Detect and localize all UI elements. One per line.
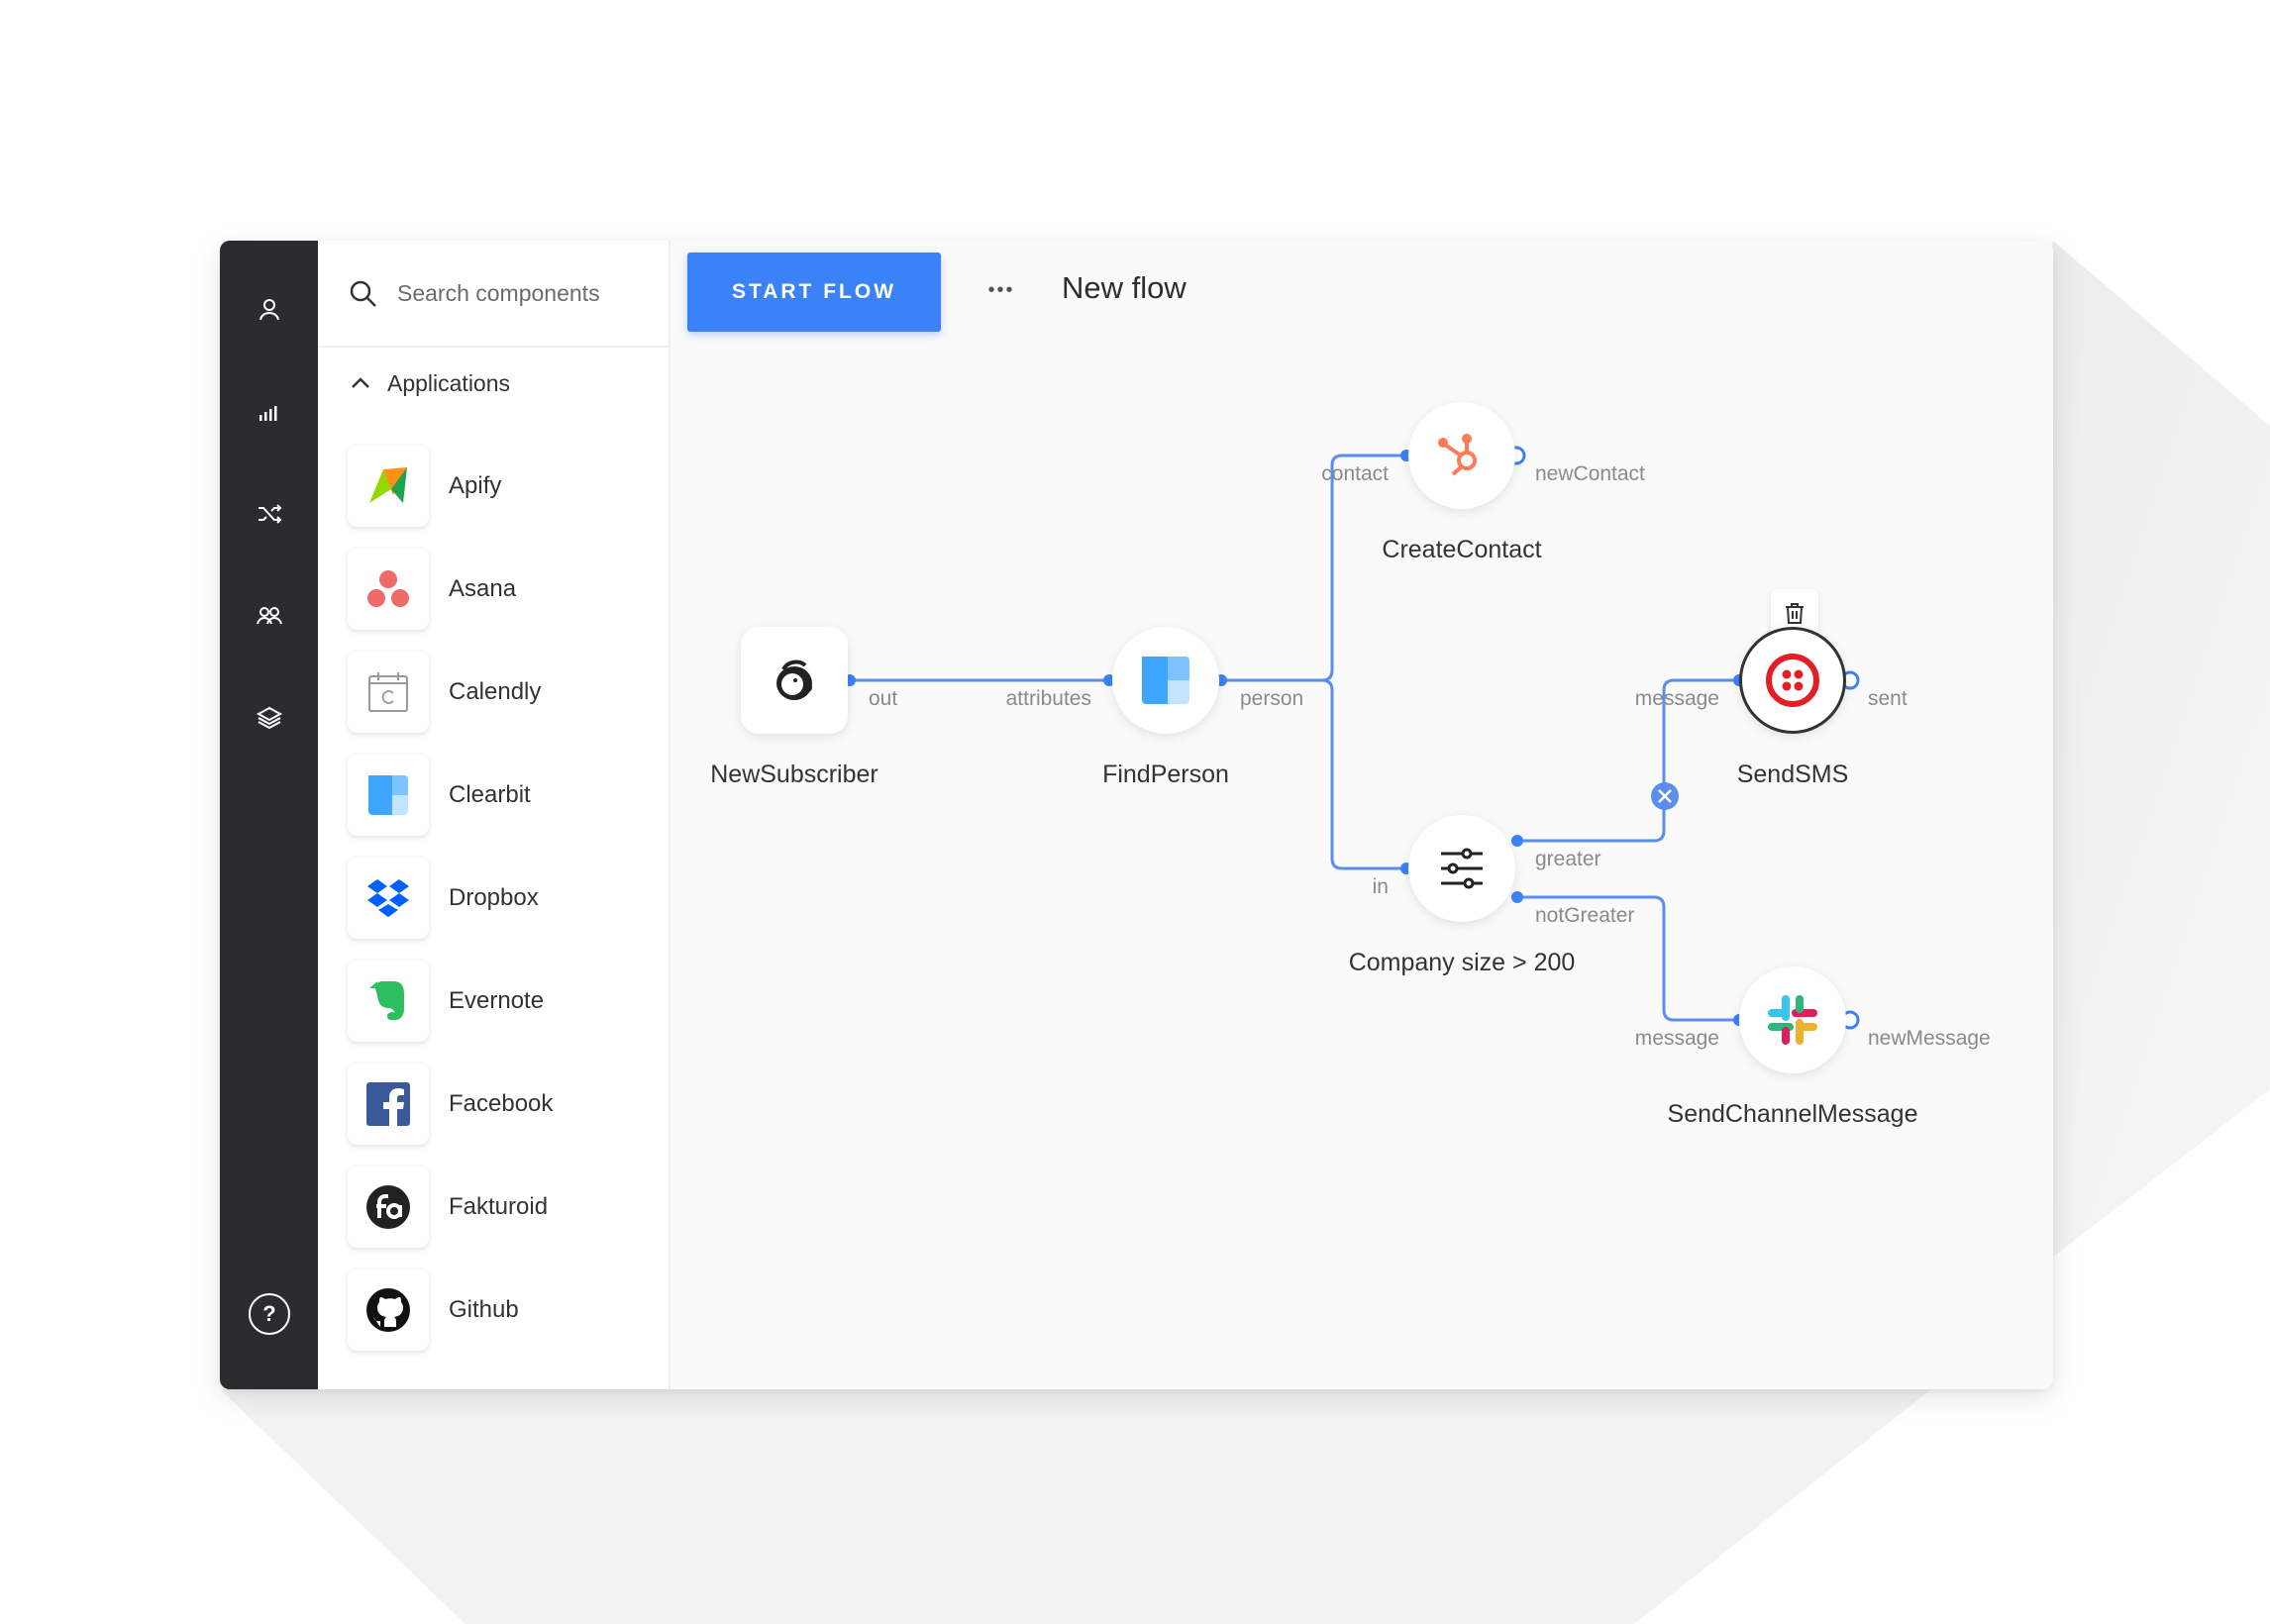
list-item[interactable]: Evernote: [348, 950, 665, 1053]
edge-condition-sendchannel: [1517, 895, 1739, 1022]
dropbox-logo-icon: [348, 858, 429, 939]
node-condition[interactable]: [1408, 815, 1515, 922]
list-item[interactable]: Fakturoid: [348, 1156, 665, 1259]
port-label: message: [1634, 687, 1719, 710]
node-label: SendSMS: [1736, 761, 1849, 788]
node-newsubscriber[interactable]: [741, 627, 848, 734]
port-label: in: [1372, 875, 1389, 898]
node-label: CreateContact: [1382, 536, 1542, 563]
layers-icon[interactable]: [245, 693, 294, 743]
evernote-logo-icon: [348, 961, 429, 1042]
list-item[interactable]: Clearbit: [348, 744, 665, 847]
user-icon[interactable]: [245, 285, 294, 335]
mailchimp-logo-icon: [776, 660, 812, 700]
clearbit-logo-icon: [348, 755, 429, 836]
app-name: Calendly: [449, 678, 542, 705]
remove-edge-icon[interactable]: [1651, 782, 1679, 810]
edge-condition-sendsms: [1517, 678, 1739, 843]
fakturoid-logo-icon: [348, 1167, 429, 1248]
list-item[interactable]: Apify: [348, 435, 665, 538]
search-input[interactable]: [397, 270, 645, 316]
start-flow-button[interactable]: START FLOW: [687, 253, 941, 332]
github-logo-icon: [348, 1269, 429, 1351]
port-label: attributes: [1005, 687, 1091, 710]
app-name: Clearbit: [449, 781, 531, 808]
app-name: Evernote: [449, 987, 545, 1014]
app-name: Apify: [449, 472, 502, 499]
app-name: Dropbox: [449, 884, 539, 911]
help-button[interactable]: ?: [249, 1293, 290, 1335]
hubspot-logo-icon: [1438, 434, 1477, 476]
slack-logo-icon: [1768, 995, 1817, 1045]
node-label: SendChannelMessage: [1667, 1100, 1918, 1128]
port-dot: [1511, 891, 1523, 903]
port-dot: [1511, 835, 1523, 847]
app-name: Github: [449, 1296, 519, 1323]
trash-icon: [1786, 603, 1804, 624]
port-label: out: [869, 687, 898, 710]
node-label: FindPerson: [1102, 761, 1229, 788]
sliders-icon: [1441, 848, 1483, 889]
app-name: Facebook: [449, 1090, 554, 1117]
applications-section-toggle[interactable]: Applications: [348, 363, 510, 403]
edge-findperson-condition: [1321, 678, 1406, 870]
port-label: notGreater: [1535, 904, 1635, 927]
clearbit-logo-icon: [1142, 657, 1189, 704]
flow-title[interactable]: New flow: [1062, 270, 1187, 305]
port-label: contact: [1321, 462, 1389, 485]
app-list: Apify Asana Calendly Clearbit: [348, 435, 665, 1362]
app-name: Fakturoid: [449, 1193, 549, 1220]
list-item[interactable]: Dropbox: [348, 847, 665, 950]
team-icon[interactable]: [245, 591, 294, 641]
port-label: message: [1634, 1027, 1719, 1050]
node-label: Company size > 200: [1348, 949, 1576, 976]
edge-findperson-createcontact: [1221, 454, 1406, 682]
shuffle-icon[interactable]: [245, 489, 294, 539]
port-label: person: [1240, 687, 1304, 710]
search-icon: [350, 280, 376, 307]
stats-icon[interactable]: [245, 387, 294, 437]
ellipsis-icon: •••: [987, 278, 1015, 301]
app-window: ? Applications Apify Asana: [220, 241, 2053, 1389]
list-item[interactable]: Asana: [348, 538, 665, 641]
list-item[interactable]: Facebook: [348, 1053, 665, 1156]
node-findperson[interactable]: [1112, 627, 1219, 734]
port-label: newMessage: [1868, 1027, 1991, 1050]
port-label: newContact: [1535, 462, 1645, 485]
facebook-logo-icon: [348, 1064, 429, 1145]
more-options-button[interactable]: •••: [977, 270, 1026, 310]
calendly-logo-icon: [348, 652, 429, 733]
nav-rail: ?: [220, 241, 318, 1389]
port-label: greater: [1535, 848, 1601, 870]
node-createcontact[interactable]: [1408, 402, 1515, 509]
asana-logo-icon: [348, 549, 429, 630]
chevron-up-icon: [352, 377, 369, 388]
node-label: NewSubscriber: [710, 761, 878, 788]
twilio-logo-icon: [1766, 654, 1819, 707]
list-item[interactable]: Calendly: [348, 641, 665, 744]
search-bar: [318, 241, 669, 348]
node-sendsms[interactable]: [1739, 627, 1846, 734]
port-label: sent: [1868, 687, 1908, 710]
node-sendchannelmessage[interactable]: [1739, 966, 1846, 1073]
apify-logo-icon: [348, 446, 429, 527]
section-title: Applications: [387, 369, 511, 396]
list-item[interactable]: Github: [348, 1259, 665, 1362]
components-panel: Applications Apify Asana Calendly: [318, 241, 671, 1389]
app-name: Asana: [449, 575, 517, 602]
